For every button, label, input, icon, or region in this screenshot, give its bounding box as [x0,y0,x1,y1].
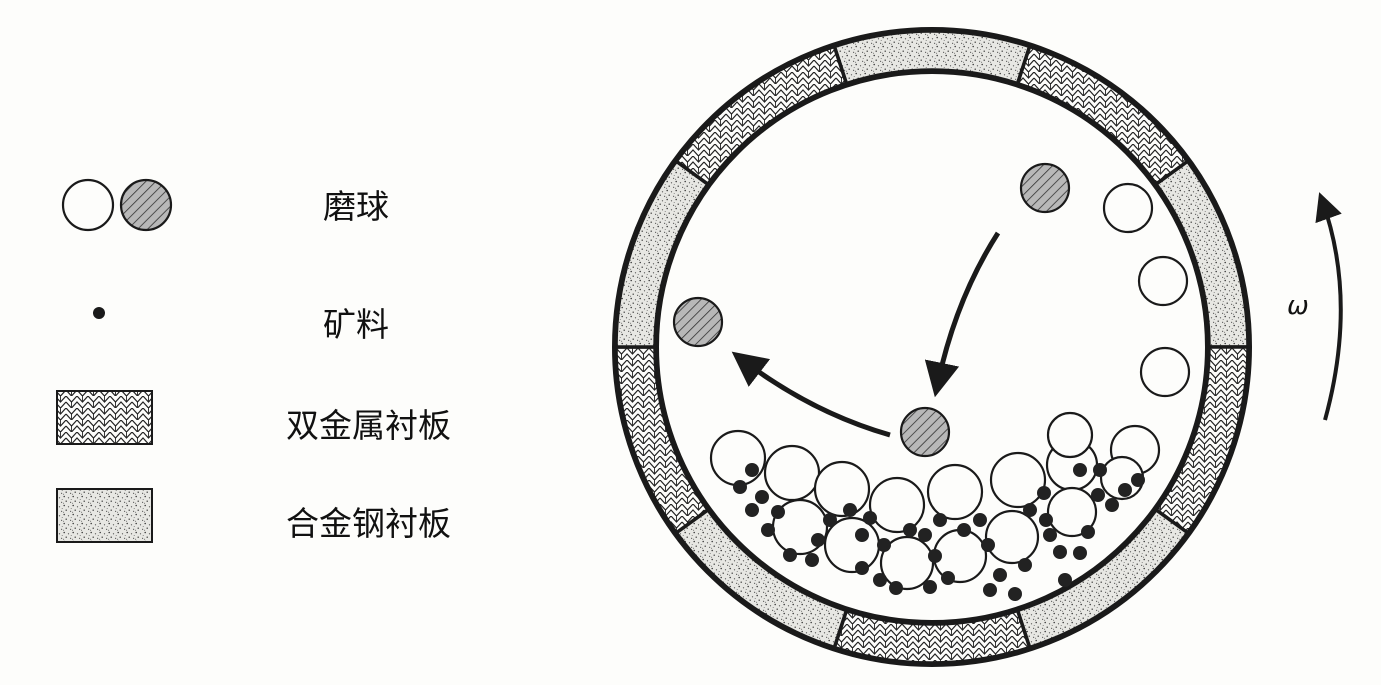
lifting-ball-arrow [731,351,891,438]
ore-particle [923,580,937,594]
legend: 磨球 矿料 双金属衬板 合金钢衬板 [56,178,451,543]
grinding-ball [1139,346,1191,398]
mill-drum [612,27,1252,667]
inner-shell [655,70,1209,624]
ore-particle [1118,483,1132,497]
legend-label-ore: 矿料 [323,305,389,344]
legend-bimetal-liner-swatch [56,390,153,445]
ore-particle [941,571,955,585]
ore-particle [783,548,797,562]
ore-particle [761,523,775,537]
hatched-grinding-ball [899,406,951,458]
ore-particle [983,583,997,597]
grinding-ball [989,451,1047,509]
legend-label-bimetal-liner: 双金属衬板 [286,406,451,445]
liner-ring [614,29,1250,665]
ore-particle [805,553,819,567]
ore-particle [873,573,887,587]
hatched-grinding-ball [672,296,724,348]
ore-particle [843,503,857,517]
ore-particle [1073,463,1087,477]
ore-particle [1043,528,1057,542]
ore-particle [745,463,759,477]
ore-particle [755,490,769,504]
ore-particle [1091,488,1105,502]
ore-particle [1105,498,1119,512]
ore-particle [1093,463,1107,477]
ore-particle [1131,473,1145,487]
ore-particle [863,511,877,525]
grinding-ball [1137,255,1189,307]
ore-particle [933,513,947,527]
ore-particle [1023,503,1037,517]
ore-particle [745,503,759,517]
ore-particle [811,533,825,547]
grinding-ball [1046,411,1094,459]
ore-particle [855,561,869,575]
legend-alloy-steel-liner-swatch [56,488,153,543]
legend-label-alloy-steel-liner: 合金钢衬板 [286,504,451,543]
grinding-ball [984,509,1040,565]
grinding-ball [763,444,821,502]
outer-shell [612,27,1252,667]
ore-particle [1073,546,1087,560]
ore-particle [1039,513,1053,527]
ore-particle [918,528,932,542]
ore-particle [981,538,995,552]
ore-particle [973,513,987,527]
ore-particle [877,538,891,552]
ore-particle [993,568,1007,582]
legend-label-grinding-ball: 磨球 [323,187,389,226]
hatched-grinding-ball [1019,162,1071,214]
ore-particle [1037,486,1051,500]
ore-particle [1008,587,1022,601]
grinding-ball [709,429,767,487]
ore-particles [733,463,1145,601]
legend-plain-ball-icon [61,178,115,232]
grinding-ball [868,476,926,534]
ore-particle [957,523,971,537]
grinding-ball [1046,486,1098,538]
ore-particle [823,513,837,527]
ore-particle [1018,558,1032,572]
ore-particle [771,505,785,519]
ore-particle [1053,545,1067,559]
rotation-arrow [1315,192,1343,421]
ore-particle [903,523,917,537]
ore-particle [733,480,747,494]
ore-particle [1081,525,1095,539]
falling-ball-arrow [924,231,1001,398]
grinding-ball [813,460,871,518]
legend-ore-icon [93,307,105,319]
ore-particle [928,549,942,563]
ore-particle [1058,573,1072,587]
grinding-ball [1102,182,1154,234]
grinding-ball [879,535,935,591]
rotation-symbol: ω [1287,291,1309,321]
ore-particle [889,581,903,595]
legend-hatched-ball-icon [119,178,173,232]
ore-particle [855,528,869,542]
grinding-ball [926,463,984,521]
